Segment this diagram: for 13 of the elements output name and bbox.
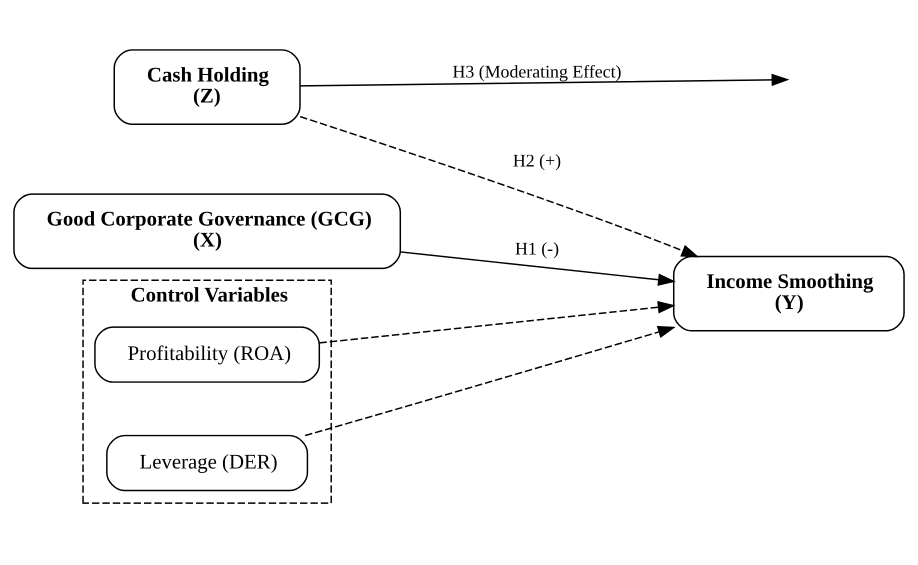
arrow xyxy=(319,301,676,344)
arrow xyxy=(304,326,676,436)
edge-label: H2 (+) xyxy=(512,150,562,171)
node-box: Cash Holding (Z) xyxy=(114,49,301,125)
arrow xyxy=(300,116,700,258)
node-box: Good Corporate Governance (GCG) (X) xyxy=(13,193,402,270)
node-box: Income Smoothing (Y) xyxy=(672,256,905,332)
arrow xyxy=(400,251,676,286)
edge-label: H1 (-) xyxy=(514,238,560,258)
arrow xyxy=(300,74,790,87)
node-box: Profitability (ROA) xyxy=(94,326,320,383)
node-box: Leverage (DER) xyxy=(106,434,308,492)
edge-label: H3 (Moderating Effect) xyxy=(452,62,622,82)
